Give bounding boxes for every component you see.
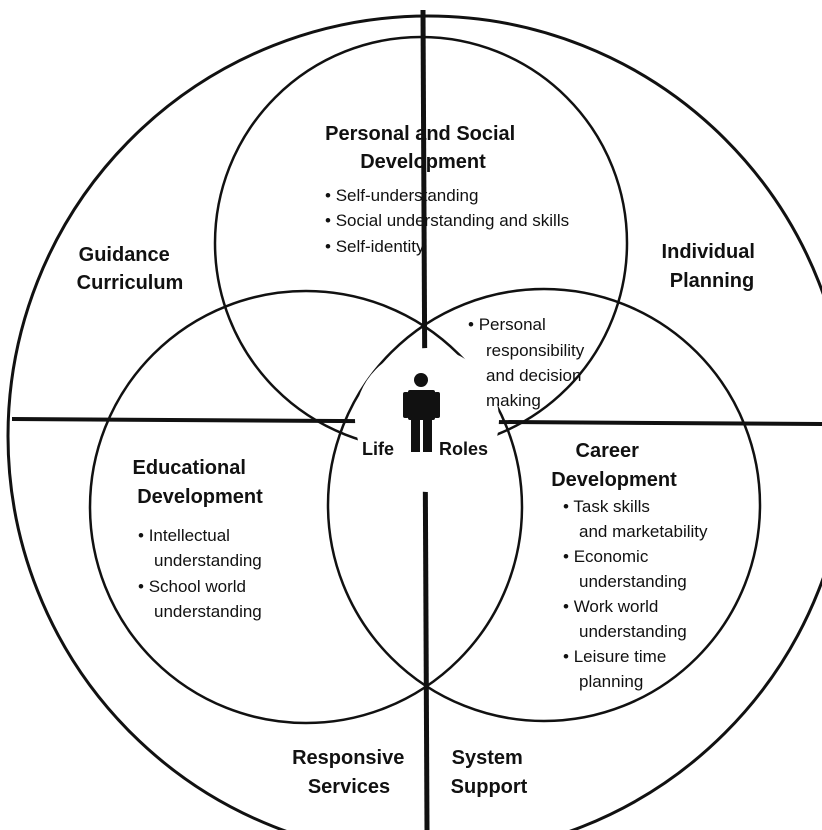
personal-social-item: • Self-understanding [325, 186, 478, 205]
overlap-item: • Personal responsibility and decision m… [468, 315, 589, 410]
career-item: • Task skills and marketability [563, 497, 708, 541]
personal-social-item: • Self-identity [325, 237, 425, 256]
outer-circle [6, 14, 822, 830]
center-label-roles: Roles [439, 439, 488, 459]
career-item: • Work world understanding [563, 597, 687, 641]
career-item: • Economic understanding [563, 547, 687, 591]
educational-circle [88, 289, 524, 725]
person-icon [403, 373, 440, 452]
educational-item: • Intellectual understanding [138, 526, 262, 570]
quadrant-system-support: System Support [451, 747, 529, 798]
quadrant-individual-planning: Individual Planning [662, 241, 761, 292]
quadrant-guidance-curriculum: Guidance Curriculum [77, 244, 184, 294]
career-item: • Leisure time planning [563, 647, 671, 691]
educational-title: Educational Development [133, 457, 264, 508]
educational-item: • School world understanding [138, 577, 262, 621]
quadrant-responsive-services: Responsive Services [292, 747, 410, 798]
career-title: Career Development [551, 440, 677, 491]
personal-social-item: • Social understanding and skills [325, 211, 569, 230]
center-label-life: Life [362, 439, 394, 459]
career-circle [326, 287, 762, 723]
personal-social-title: Personal and Social Development [325, 123, 521, 173]
